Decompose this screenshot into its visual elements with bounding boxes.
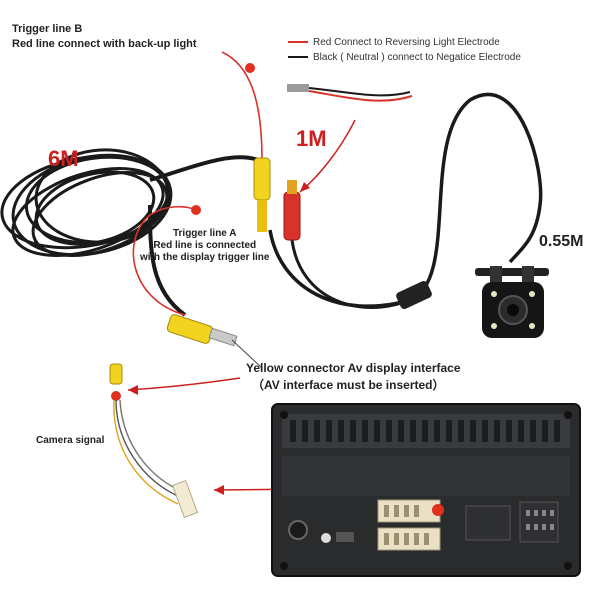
trigger-b-desc: Red line connect with back-up light: [12, 38, 197, 50]
rca-yellow-av-connector-icon: [166, 314, 238, 347]
trigger-b-wire: [221, 51, 263, 161]
trigger-a-desc2: with the display trigger line: [140, 252, 270, 263]
camera-signal-label: Camera signal: [36, 435, 105, 446]
cable-to-yellow-rca: [149, 155, 259, 182]
av-note-text: （AV interface must be inserted）: [252, 378, 445, 392]
wire-legend: Red Connect to Reversing Light Electrode…: [313, 35, 521, 65]
legend-red-text: Red Connect to Reversing Light Electrode: [313, 37, 500, 48]
trigger-a-desc1: Red line is connected: [153, 240, 257, 251]
trigger-a-label: Trigger line A Red line is connected wit…: [140, 228, 269, 264]
trigger-a-wire: [132, 205, 197, 316]
camera-icon: [475, 266, 549, 338]
rca-yellow-connector-icon: [253, 157, 271, 232]
reversing-light-lead: [287, 84, 413, 102]
rca-red-connector-icon: [283, 180, 301, 241]
cable-coil-6m: [0, 148, 173, 257]
length-055m-label: 0.55M: [539, 233, 584, 250]
trigger-a-dot: [191, 205, 201, 215]
length-6m-label: 6M: [48, 146, 79, 171]
cable-to-trigger-a: [148, 204, 187, 317]
inline-junction: [396, 280, 432, 310]
trigger-b-dot: [245, 63, 255, 73]
yellow-connector-text: Yellow connector Av display interface: [246, 361, 461, 375]
yellow-connector-label: Yellow connector Av display interface （A…: [246, 360, 461, 394]
length-1m-label: 1M: [296, 126, 327, 151]
legend-black-text: Black ( Neutral ) connect to Negatice El…: [313, 52, 521, 63]
trigger-a-title: Trigger line A: [172, 228, 237, 239]
trigger-b-title: Trigger line B: [12, 23, 83, 35]
camera-signal-harness: [109, 363, 199, 519]
pointer-av-connector: [231, 339, 263, 369]
cable-branch: [290, 239, 411, 309]
trigger-b-label: Trigger line B Red line connect with bac…: [12, 22, 197, 52]
head-unit-icon: [271, 403, 581, 577]
arrow-av-interface: [127, 377, 241, 391]
